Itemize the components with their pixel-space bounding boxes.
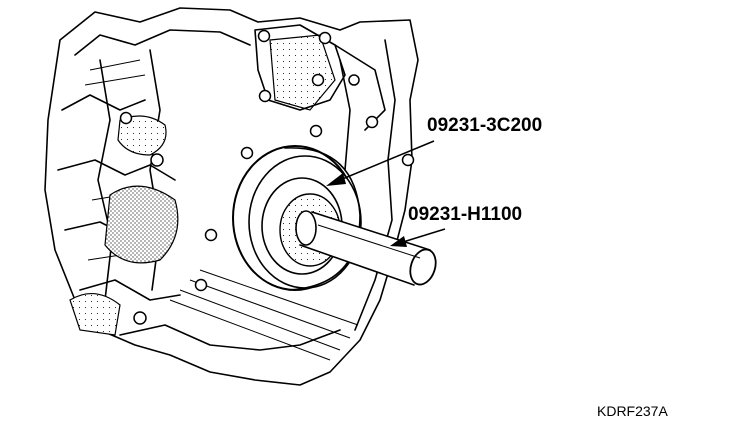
block-bolts — [119, 111, 415, 325]
upper-bracket — [254, 24, 386, 131]
figure-code: KDRF237A — [597, 403, 668, 419]
leader-arrows — [326, 140, 446, 247]
block-recesses — [69, 34, 336, 336]
handle-shaft-tool — [295, 210, 437, 286]
callout-handle-tool: 09231-H1100 — [408, 204, 523, 225]
callout-installer-tool: 09231-3C200 — [427, 115, 543, 136]
seal-installer-tool — [232, 145, 362, 291]
